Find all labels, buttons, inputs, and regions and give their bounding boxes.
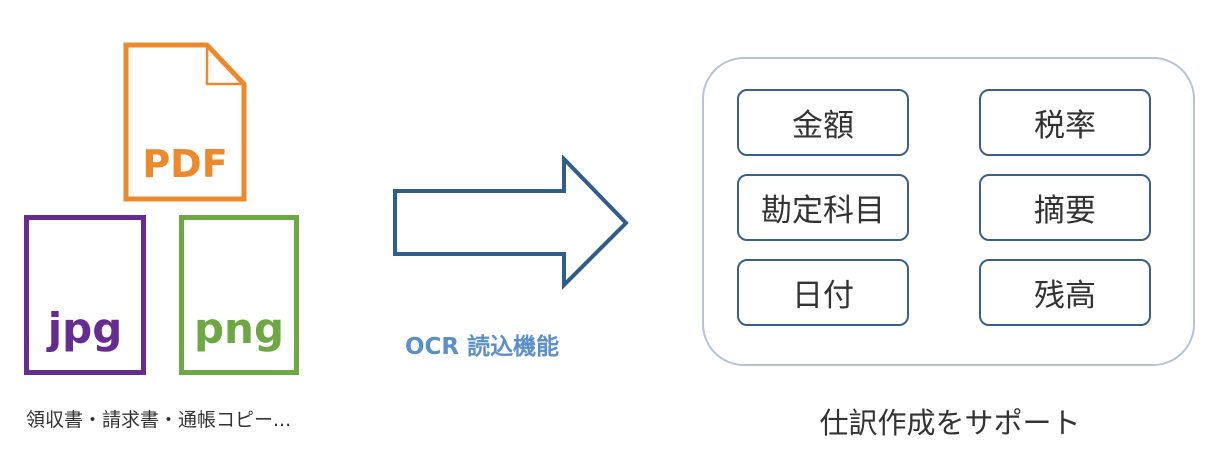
field-tax-rate: 税率	[979, 89, 1151, 156]
pdf-label: PDF	[142, 142, 228, 186]
png-document-icon: png	[179, 215, 299, 375]
field-account-title: 勘定科目	[737, 174, 909, 241]
field-balance: 残高	[979, 259, 1151, 326]
field-date: 日付	[737, 259, 909, 326]
png-label: png	[193, 304, 285, 353]
right-arrow-icon	[393, 155, 629, 290]
pdf-document-icon: PDF	[123, 42, 247, 202]
field-amount: 金額	[737, 89, 909, 156]
pdf-page-outline	[123, 42, 247, 202]
field-description: 摘要	[979, 174, 1151, 241]
sources-caption: 領収書・請求書・通帳コピー...	[26, 409, 292, 431]
result-caption: 仕訳作成をサポート	[819, 406, 1081, 440]
ocr-function-label: OCR 読込機能	[405, 334, 560, 360]
jpg-document-icon: jpg	[24, 215, 146, 375]
jpg-label: jpg	[47, 304, 123, 353]
